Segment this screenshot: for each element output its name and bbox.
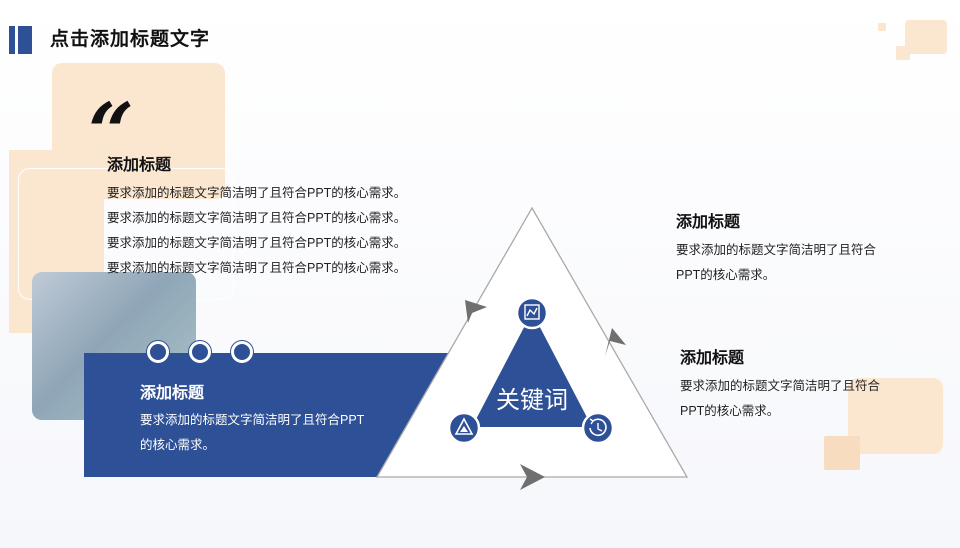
top-left-heading: 添加标题 <box>107 157 172 174</box>
arrow-right-icon <box>605 328 626 356</box>
peach-square-bottom-right <box>848 378 943 454</box>
band-text: 要求添加的标题文字简洁明了且符合PPT的核心需求。 <box>140 413 365 452</box>
chart-icon <box>515 296 549 330</box>
triangle-diagram: 关键词 <box>375 206 689 490</box>
top-left-line-4: 要求添加的标题文字简洁明了且符合PPT的核心需求。 <box>107 261 407 275</box>
peach-square-top-right-c <box>878 23 886 31</box>
band-dot-3 <box>231 341 253 363</box>
quote-mark-icon: “ <box>88 85 135 179</box>
peach-square-bottom-right-small <box>824 436 860 470</box>
diagram-center-label: 关键词 <box>496 386 568 414</box>
top-left-line-1: 要求添加的标题文字简洁明了且符合PPT的核心需求。 <box>107 186 407 200</box>
right-text-1: 要求添加的标题文字简洁明了且符合PPT的核心需求。 <box>676 243 877 282</box>
band-dot-2 <box>189 341 211 363</box>
top-left-line-2: 要求添加的标题文字简洁明了且符合PPT的核心需求。 <box>107 211 407 225</box>
recycle-triangle-icon <box>447 411 481 445</box>
history-clock-icon <box>581 411 615 445</box>
band-dot-1 <box>147 341 169 363</box>
right-heading-1: 添加标题 <box>676 214 741 231</box>
arrow-bottom-icon <box>520 464 545 490</box>
peach-square-top-right-b <box>896 46 910 60</box>
arrow-left-icon <box>465 300 487 323</box>
right-heading-2: 添加标题 <box>680 350 745 367</box>
peach-square-top-right-a <box>905 20 947 54</box>
top-left-line-3: 要求添加的标题文字简洁明了且符合PPT的核心需求。 <box>107 236 407 250</box>
header-accent-bar <box>9 26 15 54</box>
band-heading: 添加标题 <box>140 385 205 402</box>
right-text-2: 要求添加的标题文字简洁明了且符合PPT的核心需求。 <box>680 379 881 418</box>
inner-triangle <box>472 312 592 427</box>
page-title: 点击添加标题文字 <box>50 29 211 50</box>
header-accent-block <box>18 26 32 54</box>
